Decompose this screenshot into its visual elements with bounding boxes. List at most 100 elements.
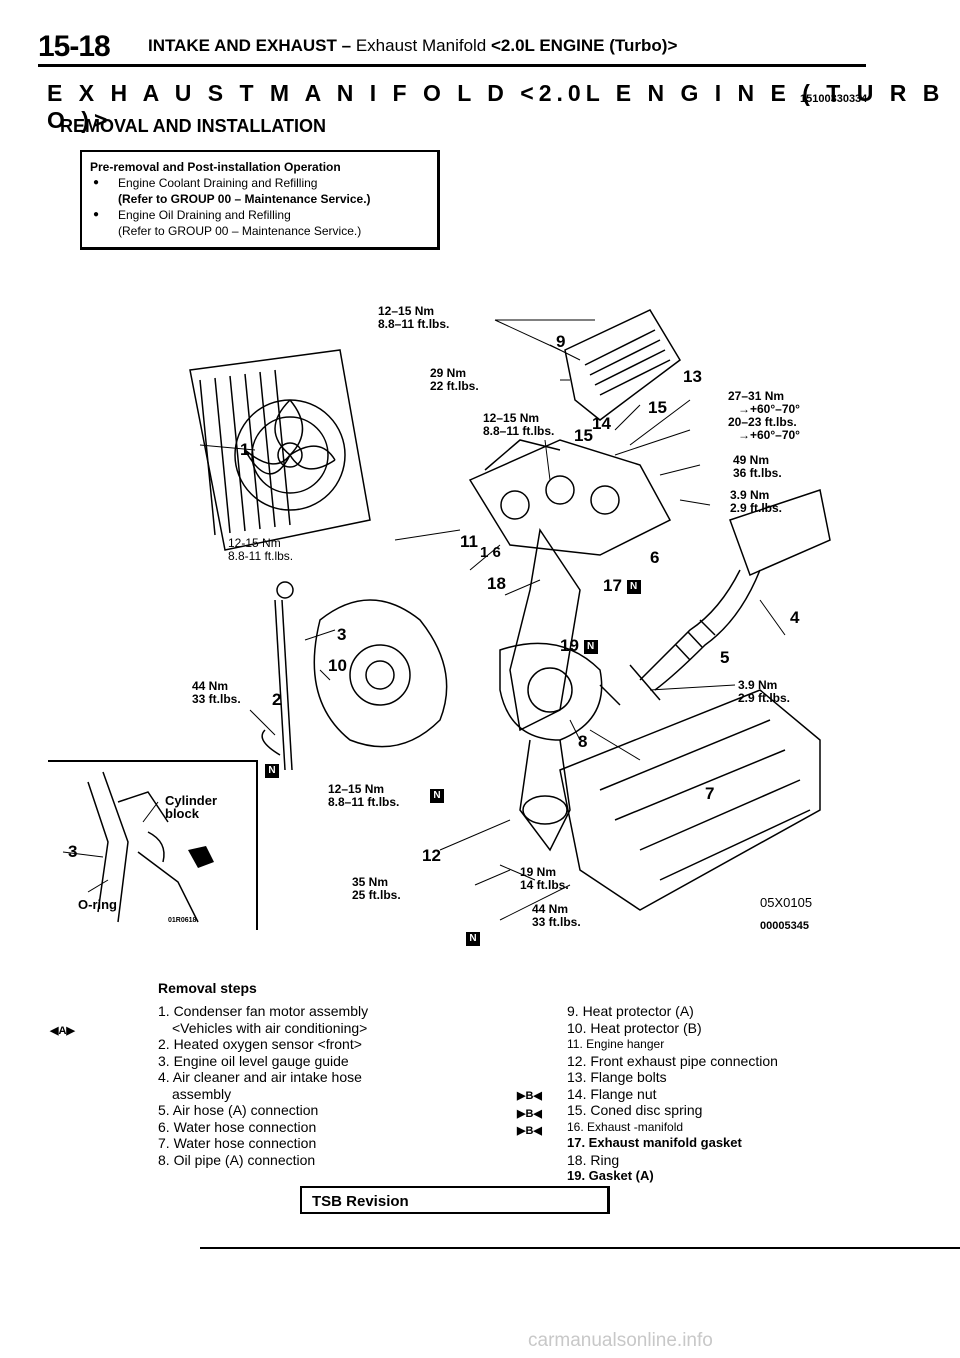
header-dash: – (341, 36, 352, 55)
removal-step: 16. Exhaust -manifold (567, 1119, 684, 1134)
heat-protector-drawing (564, 309, 681, 421)
turbocharger-drawing (313, 599, 603, 852)
callout-number: 6 (650, 548, 660, 567)
inset-label: O-ring (78, 897, 117, 912)
replace-part-mark: N (430, 787, 444, 805)
callout-number: 1 6 (480, 544, 501, 561)
replace-part-mark: N (583, 639, 598, 654)
callout-number: 14 (592, 414, 611, 433)
removal-steps-right: 9. Heat protector (A) 10. Heat protector… (567, 1003, 778, 1185)
pre-removal-item: Engine Oil Draining and Refilling (90, 207, 429, 223)
removal-step: 3. Engine oil level gauge guide (158, 1052, 349, 1069)
pre-removal-heading: Pre-removal and Post-installation Operat… (90, 160, 341, 174)
callout-number: 19 N (560, 636, 598, 656)
header-rule (38, 64, 866, 67)
replace-part-mark: N (626, 579, 641, 594)
right-arrow-icon: ▶ (517, 1090, 526, 1102)
callout-number: 10 (328, 656, 347, 675)
removal-steps-title: Removal steps (158, 980, 257, 996)
service-mark-b-group: ▶B◀ ▶B◀ ▶B◀ (517, 1087, 542, 1140)
left-arrow-icon: ◀ (533, 1107, 542, 1120)
callout-number: 8 (578, 732, 588, 751)
callout-number: 3 (337, 625, 347, 644)
removal-step: 17. Exhaust manifold gasket (567, 1135, 742, 1150)
inset-callout: 3 (68, 842, 78, 861)
left-arrow-icon: ◀ (533, 1090, 542, 1102)
callout-number: 12 (422, 846, 441, 865)
removal-step: 15. Coned disc spring (567, 1102, 703, 1118)
replace-part-mark: N (265, 762, 279, 780)
callout-number: 18 (487, 574, 506, 593)
service-mark-a: ◀A▶ (50, 1025, 75, 1037)
oil-gauge-guide-drawing (261, 581, 294, 771)
right-arrow-icon: ▶ (517, 1125, 526, 1137)
removal-step: 6. Water hose connection (158, 1118, 317, 1135)
right-arrow-icon: ▶ (66, 1025, 75, 1037)
callout-number: 1 (240, 440, 250, 459)
right-arrow-icon: ▶ (517, 1107, 526, 1120)
callout-number: 11 (460, 532, 478, 551)
callout-number: 15 (574, 426, 593, 445)
removal-step: 12. Front exhaust pipe connection (567, 1052, 778, 1069)
removal-step: 4. Air cleaner and air intake hose (158, 1069, 362, 1085)
watermark: carmanualsonline.info (528, 1330, 713, 1351)
callout-number: 4 (790, 608, 800, 627)
removal-step: 2. Heated oxygen sensor <front> (158, 1036, 362, 1052)
callout-number: 9 (556, 332, 566, 351)
removal-step: 1. Condenser fan motor assembly (158, 1003, 369, 1019)
subsection-name: Exhaust Manifold (355, 36, 487, 55)
air-intake-hose-drawing (599, 489, 831, 706)
page-title: E X H A U S T M A N I F O L D <2.0L E N … (47, 80, 945, 133)
removal-step: 13. Flange bolts (567, 1069, 667, 1085)
replace-part-mark: N (466, 930, 480, 948)
removal-steps-left: 1. Condenser fan motor assembly <Vehicle… (158, 1003, 368, 1168)
figure-code: 00005345 (760, 920, 809, 932)
exhaust-manifold-drawing (468, 439, 672, 732)
removal-step: <Vehicles with air conditioning> (172, 1019, 368, 1036)
callout-number: 5 (720, 648, 730, 667)
leader-lines (199, 319, 786, 921)
figure-code: 05X0105 (760, 895, 813, 910)
removal-step: 8. Oil pipe (A) connection (158, 1151, 316, 1168)
torque-spec: 27–31 Nm→+60°–70°20–23 ft.lbs.→+60°–70° (728, 389, 800, 442)
removal-step: 9. Heat protector (A) (567, 1003, 694, 1019)
removal-step: 5. Air hose (A) connection (158, 1102, 319, 1118)
callout-number: 2 (272, 690, 282, 709)
cylinder-head-cover-drawing (559, 689, 821, 911)
removal-step: 7. Water hose connection (158, 1135, 317, 1151)
removal-step: 11. Engine hanger (567, 1037, 665, 1051)
callout-number: 7 (705, 784, 715, 803)
callout-number: 17 N (603, 576, 641, 596)
condenser-fan-drawing (189, 349, 371, 551)
running-header: INTAKE AND EXHAUST – Exhaust Manifold <2… (148, 36, 677, 56)
section-name: INTAKE AND EXHAUST (148, 36, 337, 55)
callout-number: 13 (683, 367, 702, 386)
left-arrow-icon: ◀ (50, 1025, 59, 1037)
pre-removal-box: Pre-removal and Post-installation Operat… (80, 150, 440, 250)
removal-step: 19. Gasket (A) (567, 1168, 654, 1183)
exploded-view-diagram (189, 309, 831, 921)
document-code: 15100330334 (800, 93, 868, 105)
left-arrow-icon: ◀ (533, 1125, 542, 1137)
tsb-revision-box: TSB Revision (300, 1186, 610, 1214)
pre-removal-reference: (Refer to GROUP 00 – Maintenance Service… (118, 224, 362, 238)
removal-step: 10. Heat protector (B) (567, 1019, 702, 1036)
removal-step: 14. Flange nut (567, 1085, 657, 1102)
pre-removal-item: Engine Coolant Draining and Refilling (90, 175, 429, 191)
removal-step: assembly (172, 1085, 232, 1102)
engine-variant: <2.0L ENGINE (Turbo)> (490, 36, 678, 55)
footer-rule (200, 1247, 960, 1249)
